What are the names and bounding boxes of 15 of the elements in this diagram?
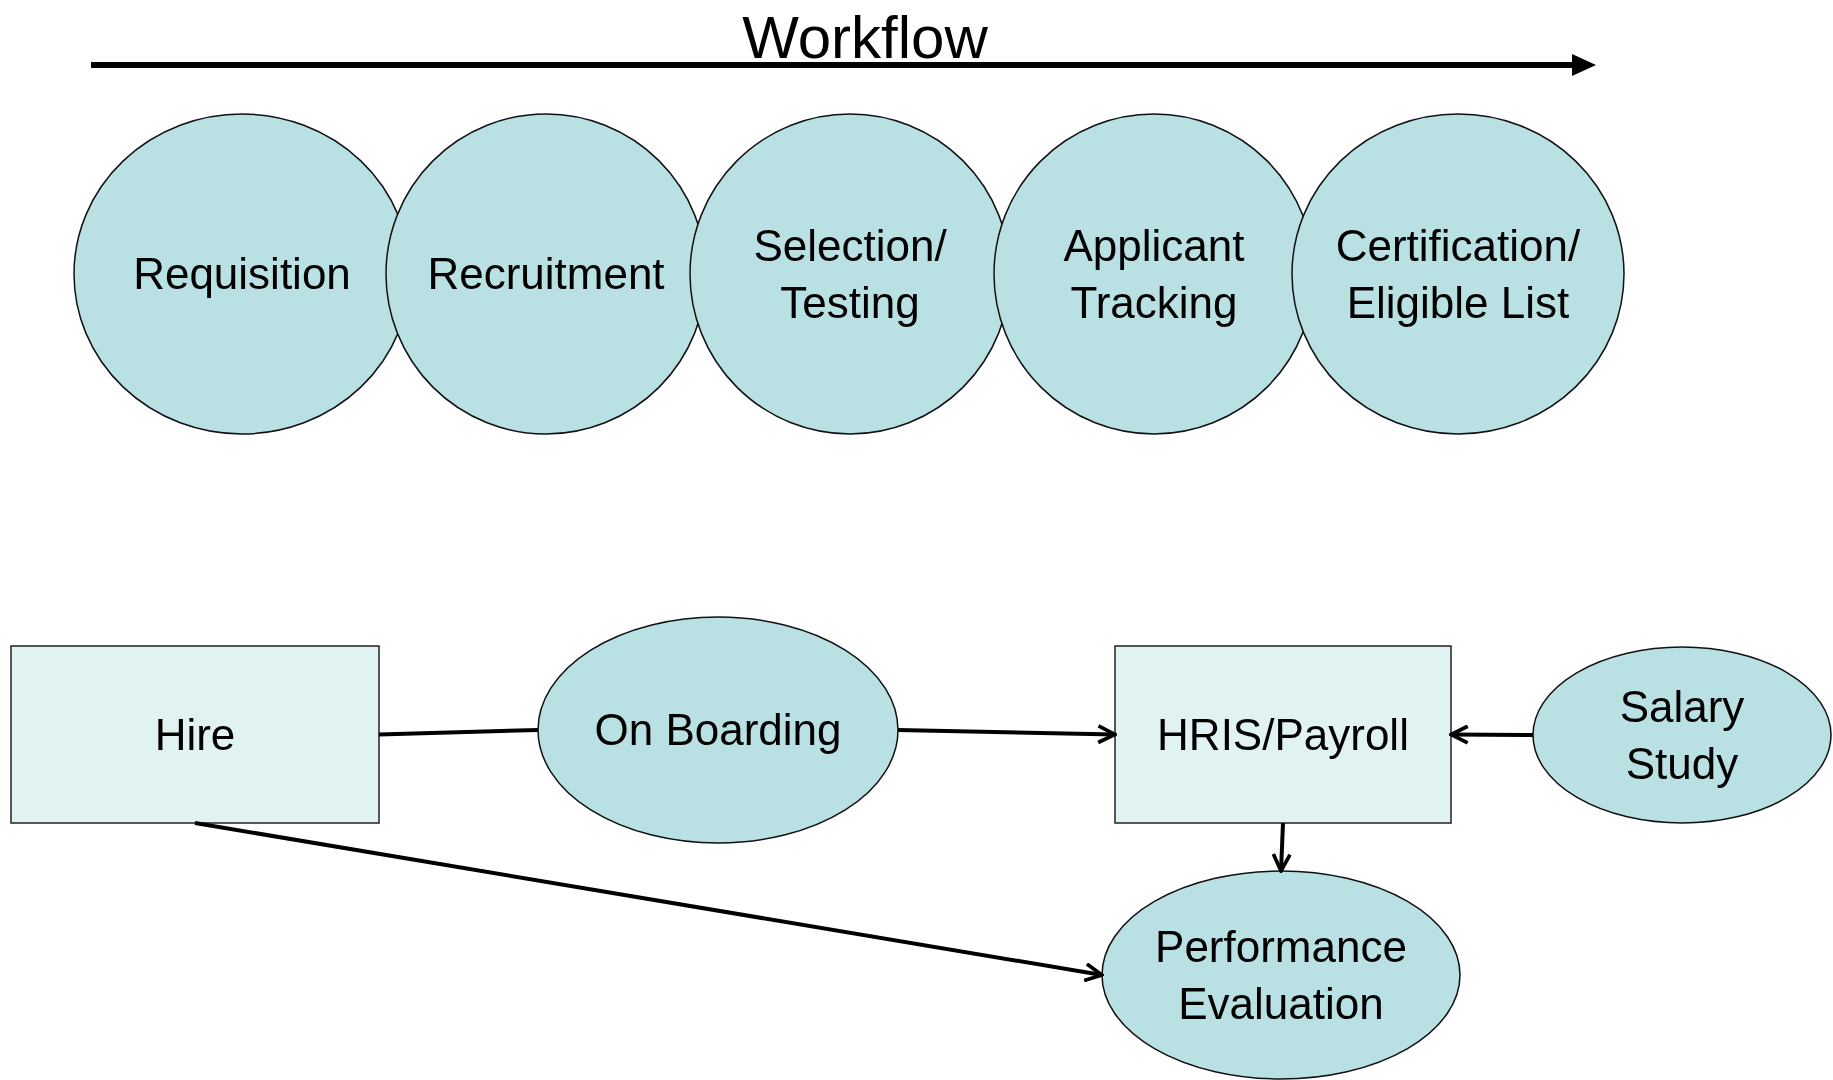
node-label: Requisition — [133, 248, 351, 301]
connector-arrow — [194, 821, 1104, 983]
node-label: Certification/ Eligible List — [1334, 219, 1582, 329]
node-label: Selection/ Testing — [752, 219, 948, 329]
node-label: Recruitment — [427, 248, 665, 301]
node-label: HRIS/Payroll — [1157, 708, 1409, 761]
connector-arrow — [1271, 822, 1292, 873]
node-label: On Boarding — [594, 704, 842, 757]
title: Workflow — [742, 8, 988, 68]
connector-arrow — [897, 724, 1117, 745]
node-label: Salary Study — [1618, 680, 1746, 790]
node-label: Performance Evaluation — [1154, 920, 1408, 1030]
connector-arrow — [1449, 724, 1533, 745]
node-label: Hire — [154, 708, 236, 761]
node-label: Applicant Tracking — [1062, 219, 1246, 329]
